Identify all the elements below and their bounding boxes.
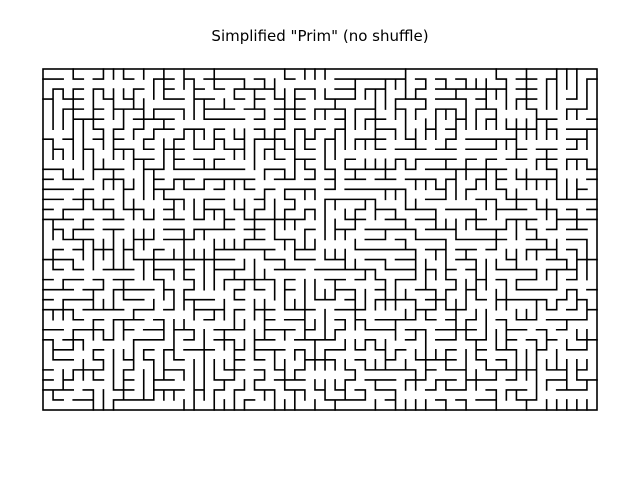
maze-wall-segments	[42, 68, 598, 411]
maze-walls	[42, 68, 598, 411]
figure-title: Simplified "Prim" (no shuffle)	[211, 27, 429, 45]
maze-border	[42, 68, 598, 411]
